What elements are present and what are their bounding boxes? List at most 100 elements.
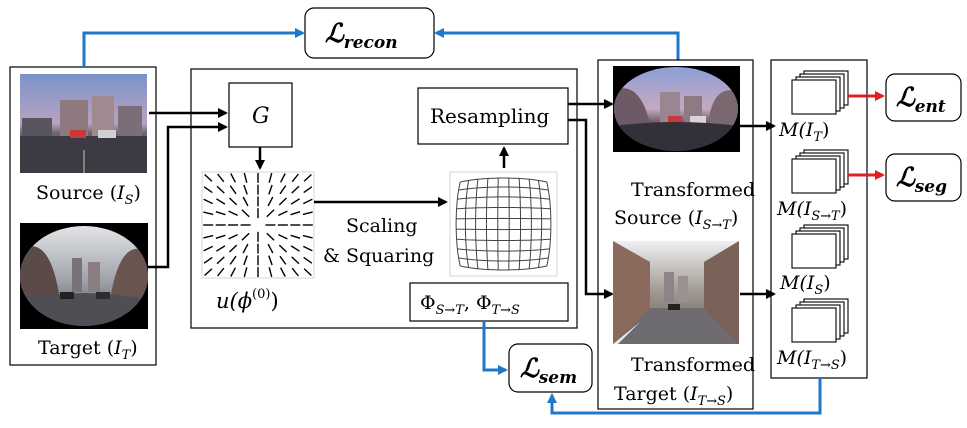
- vector-field-arrow: [241, 232, 250, 241]
- target-to-g-arrow: [148, 122, 228, 269]
- scaling-label-line2: & Squaring: [323, 245, 434, 267]
- generator-label: G: [252, 104, 270, 129]
- source-image: [20, 74, 147, 173]
- mask-label-0: M(IT): [778, 119, 829, 145]
- vector-field-arrow: [216, 245, 226, 252]
- resampling-to-target-arrow: [568, 118, 614, 299]
- vector-field-arrow: [279, 267, 286, 277]
- grid-line: [546, 181, 552, 267]
- vector-field-arrow: [267, 196, 274, 207]
- grid-line: [455, 181, 461, 267]
- vector-field-arrow: [215, 211, 226, 216]
- vector-field-arrow: [228, 210, 238, 217]
- vector-field-arrow: [243, 255, 248, 266]
- transformed-source-label-line1: Transformed: [631, 179, 755, 201]
- vector-field-arrow: [229, 255, 237, 265]
- ent-loss-box: [885, 73, 962, 122]
- vector-field-arrow: [203, 245, 214, 252]
- mask-stack-layer: [791, 307, 837, 343]
- sem-loss-label: ℒsem: [520, 354, 577, 388]
- vector-field-arrow: [303, 256, 313, 264]
- vector-field-arrow: [302, 198, 313, 205]
- vector-field-arrow: [303, 173, 312, 182]
- generator-box: [228, 82, 293, 148]
- vector-field-arrow: [203, 256, 213, 264]
- vector-field-arrow: [267, 243, 274, 254]
- vector-field-arrow: [268, 184, 273, 195]
- mask-stack-layer: [791, 233, 837, 269]
- grid-line: [528, 179, 532, 269]
- mask-label-1: M(IS→T): [776, 198, 847, 224]
- transformed-panel: [597, 59, 754, 410]
- vector-field-arrow: [291, 173, 299, 183]
- recon-arrow-from-source: [82, 28, 305, 67]
- vector-field-arrow: [216, 256, 225, 265]
- grid-line: [457, 248, 550, 252]
- grid-line: [456, 238, 551, 241]
- transformed-source-label-line2: Source (IS→T): [614, 207, 738, 233]
- masks-to-sem-arrow: [547, 378, 822, 415]
- transformed-source-image: [613, 66, 740, 152]
- transformed-target-label-line2: Target (IT→S): [614, 383, 733, 409]
- sem-loss-box: [508, 343, 593, 393]
- grid-line: [537, 180, 543, 268]
- target-label: Target (IT): [38, 337, 138, 363]
- grid-line: [458, 186, 549, 191]
- vector-field-arrow: [229, 244, 238, 253]
- grid-line: [457, 196, 550, 200]
- grid-line: [486, 178, 489, 270]
- mask-stack-layer: [791, 158, 837, 194]
- grid-line: [460, 177, 547, 183]
- vector-field-arrow: [228, 233, 238, 240]
- vector-field-arrow: [204, 173, 213, 182]
- grid-line: [475, 179, 479, 269]
- mask-label-2: M(IS): [779, 272, 831, 298]
- phi-box: [409, 282, 569, 322]
- vector-field-arrow: [303, 186, 313, 194]
- vector-field-arrow: [279, 185, 287, 195]
- deformation-grid-image: [449, 171, 558, 277]
- grid-line: [456, 217, 551, 220]
- vector-field-arrow: [266, 209, 275, 218]
- vector-field-arrow: [243, 267, 248, 278]
- vector-field-arrow: [241, 209, 250, 218]
- vector-field-arrow: [279, 173, 286, 183]
- seg-loss-label: ℒseg: [896, 163, 947, 197]
- target-image: [20, 223, 148, 329]
- recon-arrow-from-transformed: [434, 28, 680, 60]
- vector-field-arrow: [203, 198, 214, 205]
- vector-field-arrow: [279, 255, 287, 265]
- vector-field-arrow: [291, 267, 299, 277]
- transformed-target-label-line1: Transformed: [631, 354, 755, 376]
- vector-field-arrow: [217, 173, 225, 183]
- vector-field-arrow: [243, 184, 248, 195]
- vector-field-arrow: [242, 243, 249, 254]
- vector-field-arrow: [291, 256, 300, 265]
- grid-line: [464, 180, 470, 268]
- seg-loss-box: [885, 153, 962, 202]
- vector-field-arrow: [216, 198, 226, 205]
- phi-to-sem-arrow: [482, 321, 508, 375]
- vector-field-arrow: [278, 197, 287, 206]
- source-label: Source (IS): [36, 182, 141, 208]
- vector-field-arrow: [290, 211, 301, 216]
- ent-loss-label: ℒent: [896, 83, 946, 117]
- field-label: u(ϕ(0)): [216, 287, 279, 313]
- vector-field-arrow: [302, 211, 313, 216]
- network-panel: [190, 68, 578, 329]
- transformed-target-image: [613, 241, 739, 344]
- vector-field-arrow: [278, 244, 287, 253]
- vector-field-arrow: [229, 197, 238, 206]
- vector-field-arrow: [217, 267, 225, 277]
- vector-field-arrow: [268, 172, 273, 183]
- vector-field-arrow: [203, 186, 213, 194]
- vector-field-arrow: [230, 173, 237, 183]
- vector-field-arrow: [290, 234, 301, 239]
- vector-field-arrow: [278, 233, 288, 240]
- vector-field-arrow: [302, 234, 313, 239]
- vector-field-arrow: [291, 185, 300, 194]
- vector-field-arrow: [230, 267, 237, 277]
- vector-field-arrow: [243, 172, 248, 183]
- vector-field-arrow: [290, 198, 300, 205]
